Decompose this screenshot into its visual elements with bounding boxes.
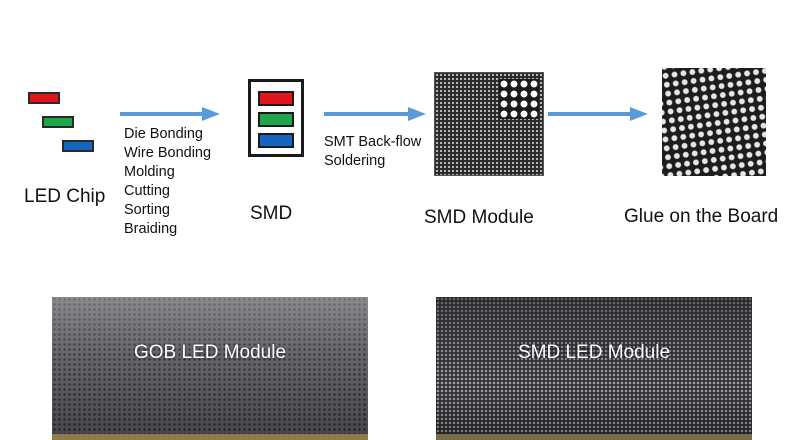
- glue-dot-grid: [662, 68, 766, 176]
- smt-step-text: SMT Back-flow Soldering: [324, 133, 421, 171]
- smd-module-photo: [434, 72, 544, 176]
- smt-step-line: Soldering: [324, 153, 386, 169]
- process-steps-list: Die Bonding Wire Bonding Molding Cutting…: [124, 125, 211, 239]
- led-chip-red: [28, 92, 60, 104]
- panel-edge: [436, 434, 752, 440]
- process-step: Die Bonding: [124, 126, 203, 142]
- smt-step-line: SMT Back-flow: [324, 134, 422, 150]
- gob-led-module-panel: GOB LED Module: [52, 297, 368, 440]
- smd-package-icon: [248, 79, 304, 157]
- process-step: Wire Bonding: [124, 145, 212, 161]
- smd-module-label: SMD Module: [424, 207, 534, 228]
- smd-led-module-label: SMD LED Module: [517, 342, 671, 363]
- right-arrow-icon: [548, 107, 648, 121]
- smd-red-die: [258, 91, 294, 106]
- smd-led-module-panel: SMD LED Module: [436, 297, 752, 440]
- process-step: Molding: [124, 164, 175, 180]
- gob-led-module-label: GOB LED Module: [133, 342, 287, 363]
- process-step: Cutting: [124, 183, 170, 199]
- magnified-dot-patch: [499, 79, 539, 119]
- glue-label: Glue on the Board: [624, 206, 779, 227]
- led-chip-label: LED Chip: [24, 186, 106, 207]
- right-arrow-icon: [120, 107, 220, 121]
- process-step: Sorting: [124, 202, 170, 218]
- smd-blue-die: [258, 133, 294, 148]
- led-chip-blue: [62, 140, 94, 152]
- led-chip-green: [42, 116, 74, 128]
- smd-green-die: [258, 112, 294, 127]
- process-step: Braiding: [124, 221, 178, 237]
- panel-edge: [52, 434, 368, 440]
- smd-label: SMD: [250, 203, 293, 224]
- glue-board-photo: [662, 68, 766, 176]
- right-arrow-icon: [324, 107, 426, 121]
